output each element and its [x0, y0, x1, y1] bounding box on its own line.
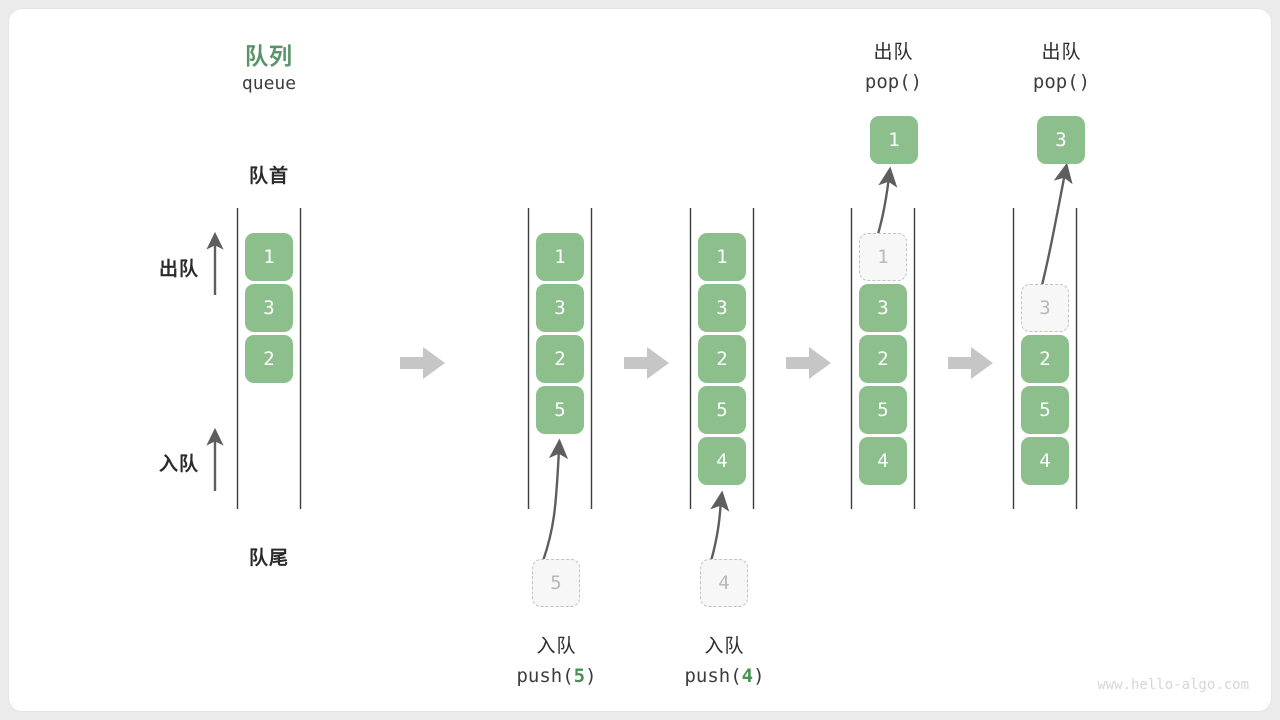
queue-cell: 2	[859, 335, 907, 383]
code-prefix: pop(	[864, 71, 911, 93]
queue-cell: 2	[536, 335, 584, 383]
code-suffix: )	[910, 71, 923, 93]
queue-cell-ghost: 3	[1021, 284, 1069, 332]
code-prefix: push(	[684, 665, 742, 687]
queue-cell: 3	[698, 284, 746, 332]
diagram-overlay	[206, 162, 1078, 562]
queue-cell: 5	[536, 386, 584, 434]
queue-cell: 2	[698, 335, 746, 383]
page-title: 队列	[245, 43, 293, 69]
dequeue-side-label: 出队	[158, 259, 199, 280]
code-prefix: push(	[516, 665, 574, 687]
popped-element-3: 3	[1037, 116, 1085, 164]
queue-cell: 4	[698, 437, 746, 485]
pop-3-operation-code: pop()	[989, 71, 1134, 93]
queue-cell: 5	[1021, 386, 1069, 434]
code-argument: 4	[741, 665, 754, 687]
queue-cell: 2	[1021, 335, 1069, 383]
queue-cell: 3	[245, 284, 293, 332]
queue-cell-ghost: 1	[859, 233, 907, 281]
code-suffix: )	[753, 665, 765, 687]
queue-cell: 5	[859, 386, 907, 434]
front-label: 队首	[248, 166, 289, 187]
push-5-operation-code: push(5)	[484, 665, 629, 687]
page-title-code: queue	[241, 73, 297, 94]
push-4-operation-code: push(4)	[652, 665, 797, 687]
code-prefix: pop(	[1032, 71, 1079, 93]
push-4-operation-label: 入队	[704, 636, 745, 657]
transition-arrow-4	[948, 347, 993, 379]
watermark: www.hello-algo.com	[1097, 677, 1249, 693]
queue-cell: 3	[859, 284, 907, 332]
code-suffix: )	[585, 665, 597, 687]
popped-element-1: 1	[870, 116, 918, 164]
transition-arrow-3	[786, 347, 831, 379]
queue-cell: 3	[536, 284, 584, 332]
queue-cell: 4	[859, 437, 907, 485]
push-5-operation-label: 入队	[536, 636, 577, 657]
incoming-element-5: 5	[532, 559, 580, 607]
queue-cell: 1	[245, 233, 293, 281]
queue-cell: 2	[245, 335, 293, 383]
pop-3-operation-label: 出队	[1041, 42, 1082, 63]
queue-cell: 4	[1021, 437, 1069, 485]
push-5-arrow	[541, 438, 569, 562]
queue-cell: 1	[698, 233, 746, 281]
code-suffix: )	[1078, 71, 1091, 93]
pop-1-operation-label: 出队	[873, 42, 914, 63]
queue-cell: 1	[536, 233, 584, 281]
diagram-card: 队列 queue 队首 队尾 出队 入队 1 3 2 1 3 2 5 5 入队 …	[8, 8, 1272, 712]
transition-arrow-1	[400, 347, 445, 379]
enqueue-side-label: 入队	[158, 454, 199, 475]
code-argument: 5	[573, 665, 586, 687]
pop-3-arrow	[1037, 162, 1073, 298]
queue-cell: 5	[698, 386, 746, 434]
rear-label: 队尾	[248, 548, 289, 569]
pop-1-operation-code: pop()	[821, 71, 966, 93]
transition-arrow-2	[624, 347, 669, 379]
push-4-arrow	[709, 490, 730, 562]
incoming-element-4: 4	[700, 559, 748, 607]
